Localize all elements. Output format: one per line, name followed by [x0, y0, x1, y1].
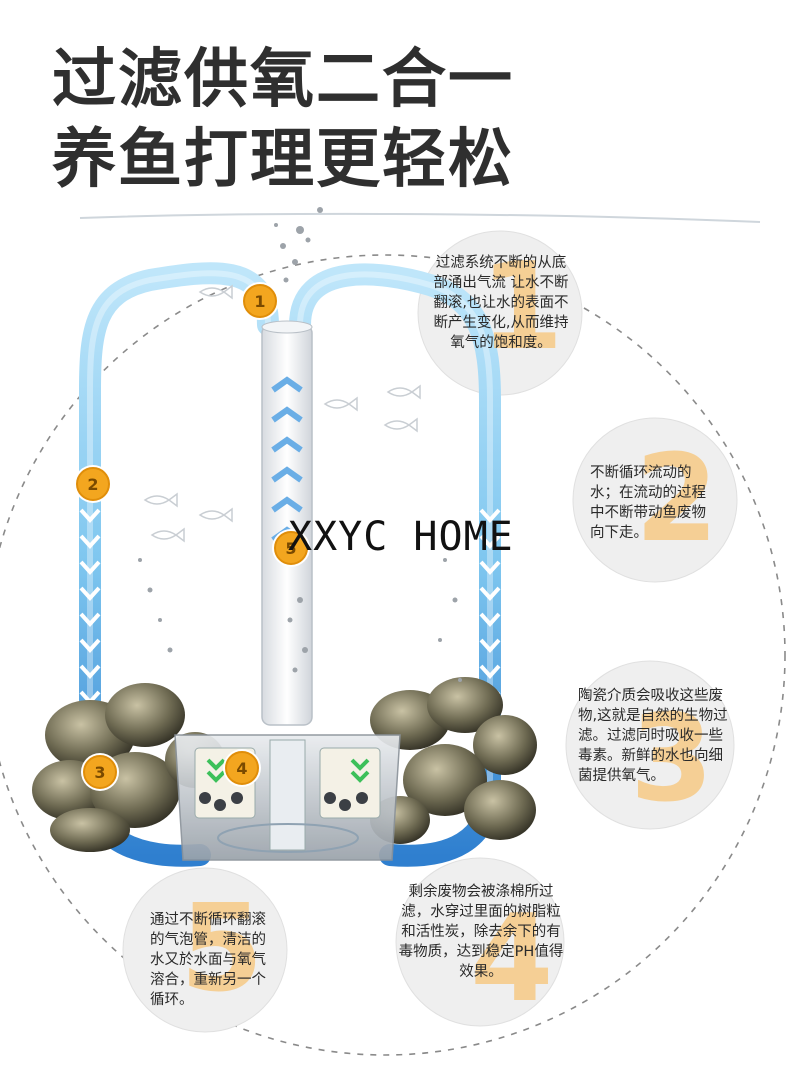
bubble: [292, 259, 298, 265]
note-1-bignum: 1: [480, 238, 564, 377]
note-5-text: 通过不断循环翻滚的气泡管，清洁的水又於水面与氧气溶合，重新另一个循环。: [150, 912, 266, 1008]
bubble: [296, 226, 304, 234]
note-2-text: 不断循环流动的水；在流动的过程中不断带动鱼废物向下走。: [590, 465, 706, 541]
bubble: [443, 558, 447, 562]
bubble: [274, 223, 278, 227]
badge-4: 4: [225, 751, 259, 785]
badge-1: 1: [243, 284, 277, 318]
flow-chevron: [271, 496, 303, 513]
flow-chevron: [79, 508, 101, 523]
note-1-text: 过滤系统不断的从底部涌出气流 让水不断翻滚,也让水的表面不断产生变化,从而维持氧…: [433, 255, 569, 351]
bubble: [302, 647, 308, 653]
note-circles: [122, 230, 738, 1033]
right-flow-arrows: [479, 508, 501, 705]
filter-green-arrows: [206, 758, 370, 783]
badge-2: 2: [76, 467, 110, 501]
flow-chevron: [79, 586, 101, 601]
bubble: [305, 237, 311, 243]
note-4-bignum: 4: [470, 890, 554, 1029]
watermark-text: XXYC HOME: [288, 514, 514, 560]
note-4-text: 剩余废物会被涤棉所过滤，水穿过里面的树脂粒和活性炭，除去余下的有毒物质，达到稳定…: [398, 884, 564, 980]
flow-chevron: [79, 664, 101, 679]
note-2-bignum: 2: [635, 430, 719, 569]
flow-chevron: [479, 508, 501, 523]
flow-chevron: [271, 436, 303, 453]
flow-chevron: [79, 638, 101, 653]
flow-chevron: [79, 534, 101, 549]
bubble: [147, 587, 153, 593]
bubble: [283, 277, 289, 283]
note-5-bignum: 5: [180, 880, 264, 1019]
water-surface: [79, 212, 761, 223]
headline-line-2: 养鱼打理更轻松: [52, 123, 514, 197]
note-3-bignum: 3: [630, 690, 714, 829]
dashed-orbit: [0, 254, 786, 1056]
bubble: [158, 618, 162, 622]
bubble: [292, 667, 298, 673]
bubble: [287, 617, 293, 623]
flow-chevron: [271, 406, 303, 423]
flow-chevron: [479, 664, 501, 679]
flow-chevron: [479, 560, 501, 575]
flow-chevron: [479, 612, 501, 627]
badge-3: 3: [83, 755, 117, 789]
bubble: [458, 678, 462, 682]
bubble: [280, 243, 286, 249]
flow-chevron: [79, 612, 101, 627]
bubble: [438, 638, 442, 642]
bubble: [452, 597, 458, 603]
right-flow-loop: [289, 263, 501, 867]
flow-chevron: [479, 586, 501, 601]
flow-chevron: [79, 560, 101, 575]
left-flow-arrows: [79, 508, 101, 705]
bubble: [317, 207, 323, 213]
bubble: [167, 647, 173, 653]
air-bubbles: [138, 207, 462, 682]
flow-chevron: [479, 534, 501, 549]
flow-chevron: [271, 376, 303, 393]
note-3-text: 陶瓷介质会吸收这些废物,这就是自然的生物过滤。过滤同时吸收一些毒素。新鲜的水也向…: [578, 688, 728, 784]
headline-line-1: 过滤供氧二合一: [52, 43, 514, 117]
bubble: [297, 597, 303, 603]
flow-chevron: [271, 466, 303, 483]
badge-5: 5: [274, 531, 308, 565]
bubble: [138, 558, 142, 562]
fish-group: [143, 284, 421, 543]
flow-chevron: [479, 638, 501, 653]
filter-media: [199, 792, 368, 811]
